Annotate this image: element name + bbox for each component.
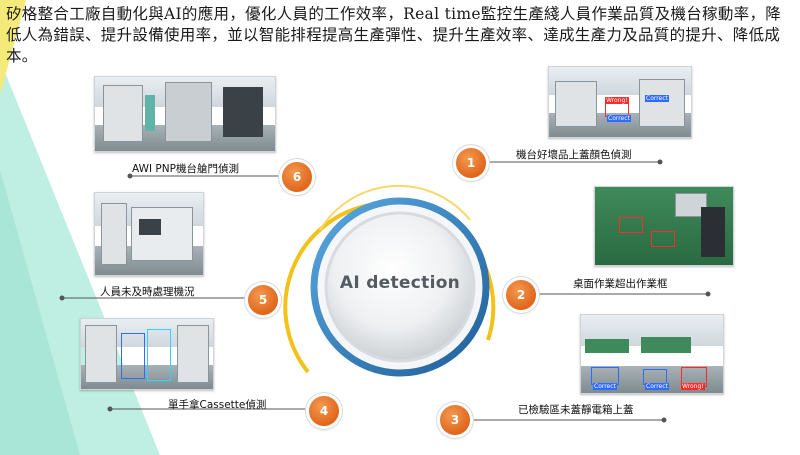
photo-1-tag-correct: Correct: [645, 95, 669, 102]
photo-1-tag-wrong: Wrong!: [605, 97, 629, 104]
node-5-label: 人員未及時處理機況: [100, 286, 195, 298]
photo-awi-pnp-door: [94, 76, 276, 152]
intro-paragraph: 矽格整合工廠自動化與AI的應用，優化人員的工作效率，Real time監控生產綫…: [6, 5, 782, 65]
node-1-label: 機台好壞品上蓋顏色偵測: [516, 149, 632, 161]
photo-esd-box-lid: Correct Correct Wrong!: [580, 314, 724, 394]
node-5-number: 5: [248, 285, 278, 315]
hub-label: AI detection: [339, 273, 461, 293]
photo-3-tag-wrong: Wrong!: [681, 383, 705, 390]
node-3-label: 已檢驗區未蓋靜電箱上蓋: [518, 404, 634, 416]
photo-unattended-machine: [94, 192, 204, 276]
photo-desk-work-area: [594, 186, 734, 266]
decor-teal-wedge-inner: [0, 170, 80, 455]
node-4-number: 4: [309, 396, 339, 426]
photo-lid-color-detect: Wrong! Correct Correct: [548, 66, 692, 138]
hub-rings: [283, 184, 496, 377]
node-3-number: 3: [440, 405, 470, 435]
node-6-number: 6: [282, 162, 312, 192]
photo-3-tag-correct-2: Correct: [645, 383, 669, 390]
node-2-number: 2: [506, 280, 536, 310]
node-2-label: 桌面作業超出作業框: [573, 278, 668, 290]
photo-1-tag-correct-2: Correct: [607, 115, 631, 122]
decor-yellow-wedge: [0, 0, 26, 95]
node-1-number: 1: [456, 148, 486, 178]
node-4-label: 單手拿Cassette偵測: [168, 399, 267, 411]
connector-lines: [62, 161, 708, 421]
node-6-label: AWI PNP機台艙門偵測: [132, 163, 239, 175]
photo-cassette-handling: [80, 318, 214, 390]
photo-3-tag-correct: Correct: [593, 383, 617, 390]
